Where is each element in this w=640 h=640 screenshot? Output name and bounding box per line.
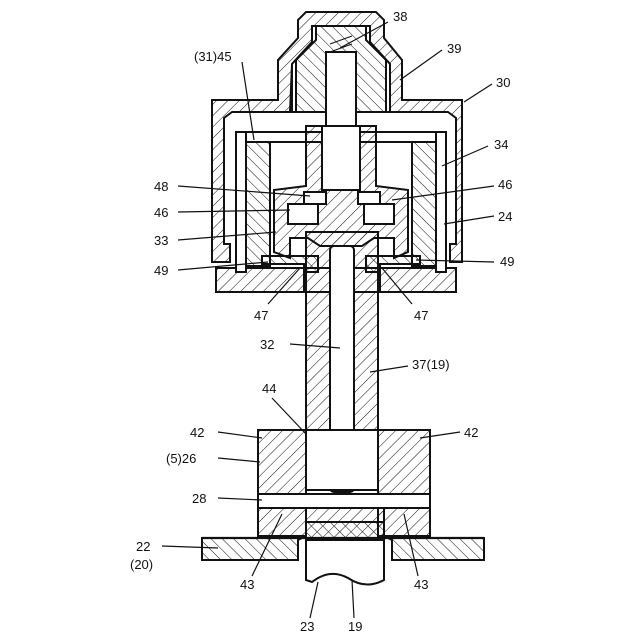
label-37-19: 37(19) bbox=[412, 357, 450, 372]
label-20: (20) bbox=[130, 557, 153, 572]
label-44: 44 bbox=[262, 381, 276, 396]
label-33: 33 bbox=[154, 233, 168, 248]
label-49-left: 49 bbox=[154, 263, 168, 278]
label-48: 48 bbox=[154, 179, 168, 194]
label-32: 32 bbox=[260, 337, 274, 352]
label-43-right: 43 bbox=[414, 577, 428, 592]
label-49-right: 49 bbox=[500, 254, 514, 269]
label-5-26: (5)26 bbox=[166, 451, 196, 466]
label-39: 39 bbox=[447, 41, 461, 56]
label-42-right: 42 bbox=[464, 425, 478, 440]
label-47-left: 47 bbox=[254, 308, 268, 323]
label-46-right: 46 bbox=[498, 177, 512, 192]
base-22 bbox=[202, 508, 484, 585]
label-28: 28 bbox=[192, 491, 206, 506]
label-30: 30 bbox=[496, 75, 510, 90]
label-23: 23 bbox=[300, 619, 314, 634]
label-34: 34 bbox=[494, 137, 508, 152]
label-22: 22 bbox=[136, 539, 150, 554]
label-19: 19 bbox=[348, 619, 362, 634]
label-43-left: 43 bbox=[240, 577, 254, 592]
stem-32 bbox=[306, 232, 378, 492]
label-47-right: 47 bbox=[414, 308, 428, 323]
label-42-left: 42 bbox=[190, 425, 204, 440]
label-24: 24 bbox=[498, 209, 512, 224]
label-38: 38 bbox=[393, 9, 407, 24]
label-31-45: (31)45 bbox=[194, 49, 232, 64]
label-46-left: 46 bbox=[154, 205, 168, 220]
